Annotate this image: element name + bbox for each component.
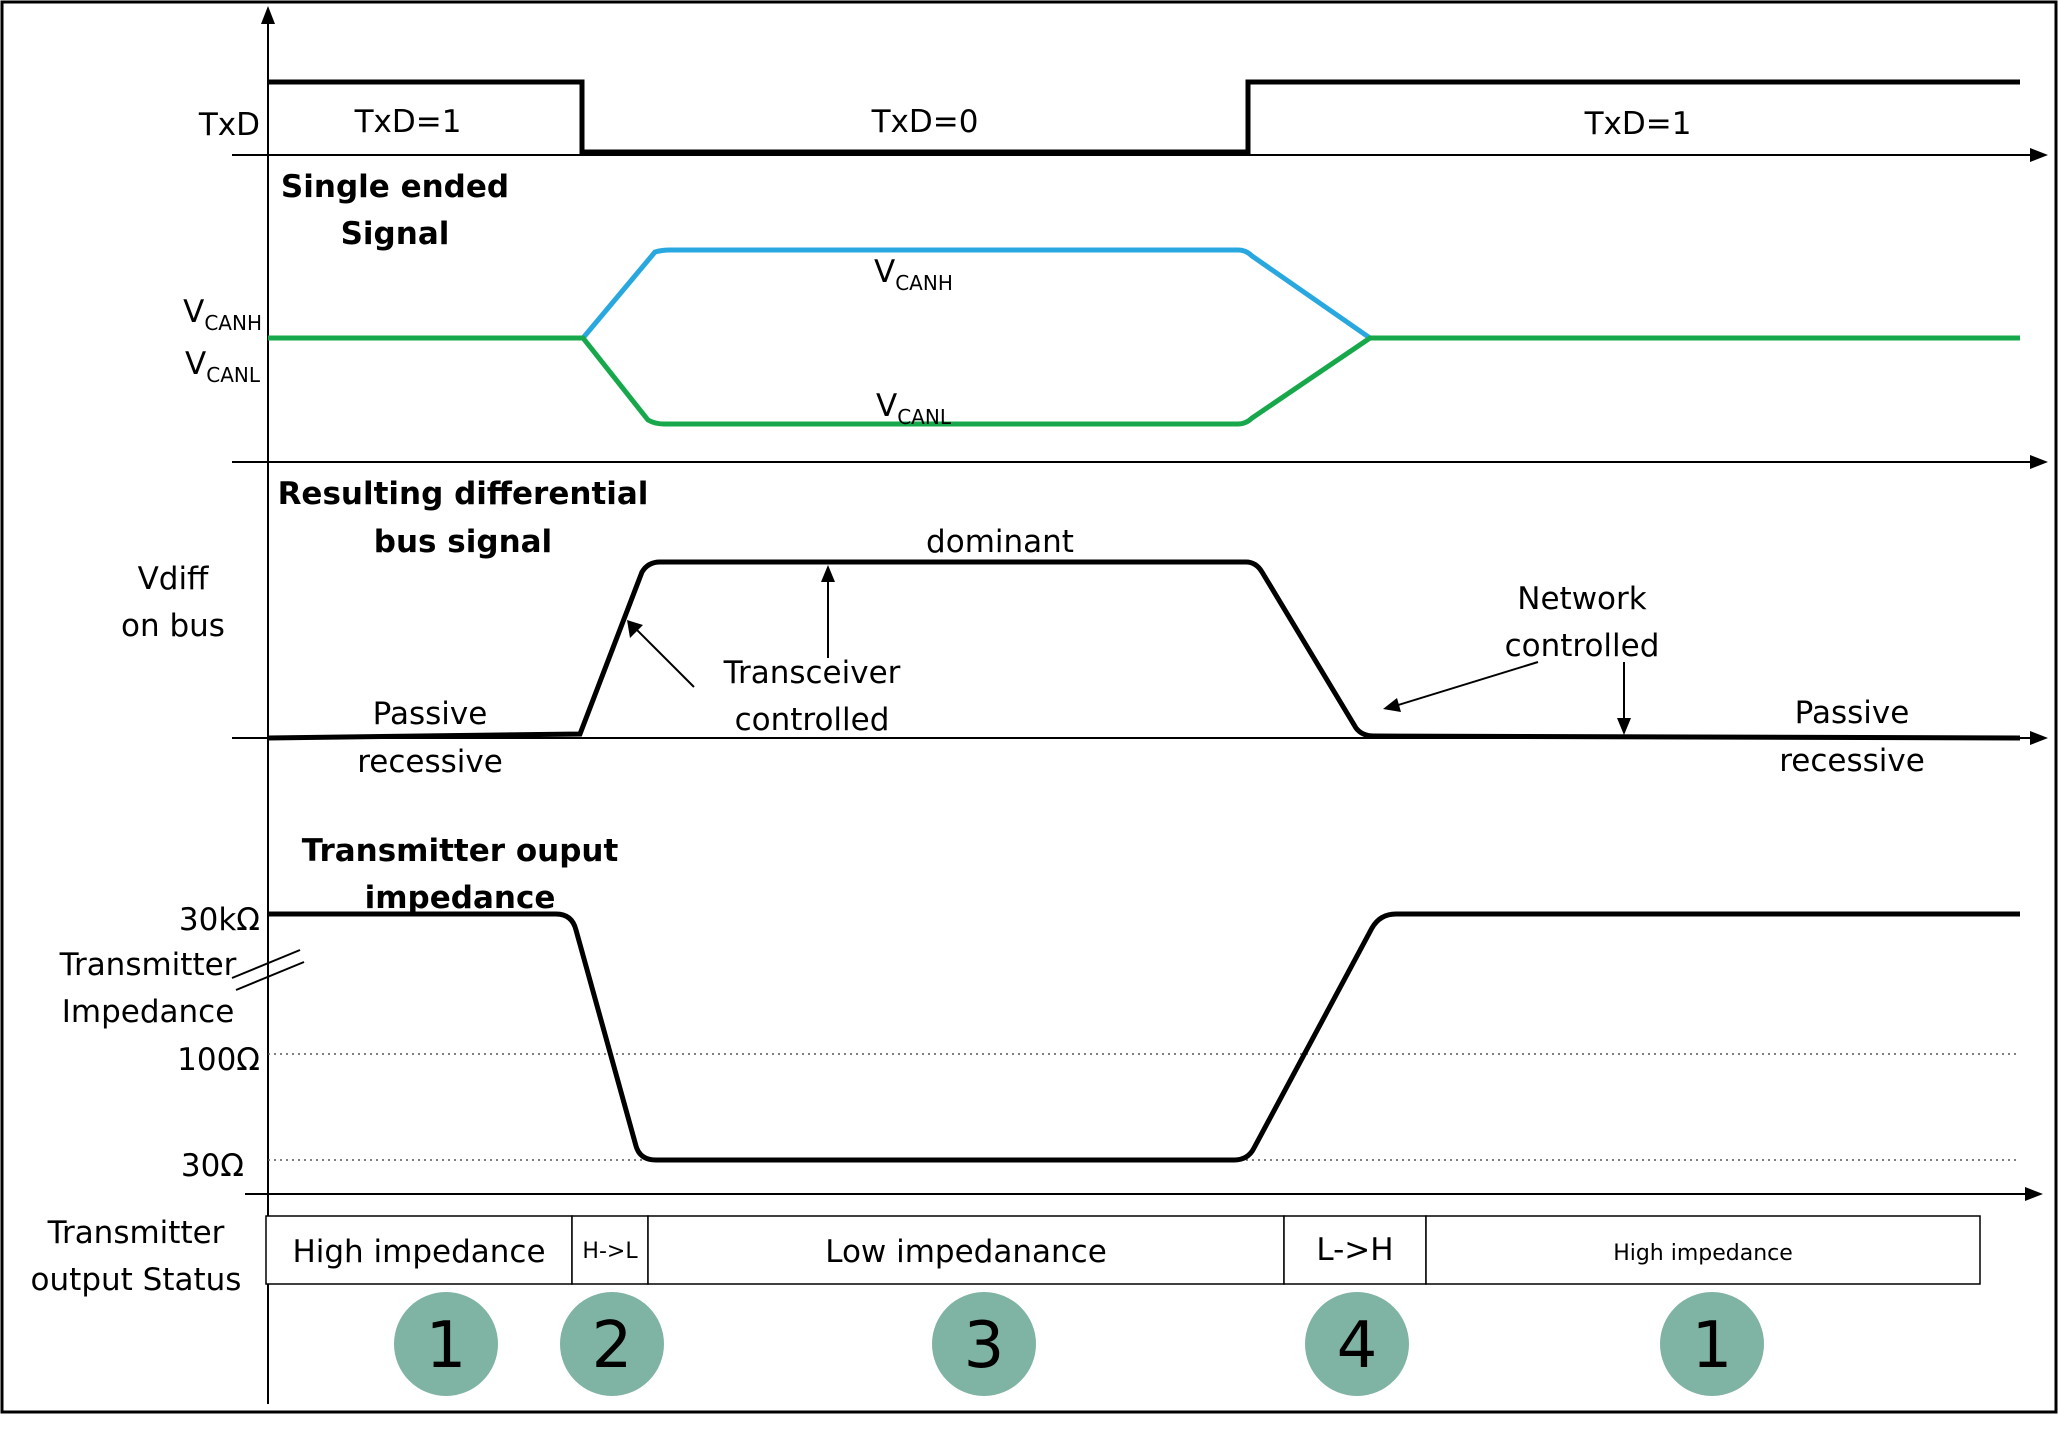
axis-break-mark (231, 949, 305, 991)
single-ended-title-2: Signal (341, 216, 450, 252)
passive-right-label-1: Passive (1795, 695, 1910, 731)
network-arrow-vertical (1617, 662, 1631, 735)
txd-segment-2: TxD=0 (871, 104, 979, 140)
transceiver-label-1: Transceiver (723, 655, 901, 691)
status-box-4: L->H (1283, 1215, 1427, 1285)
txd-axis (232, 148, 2048, 162)
passive-right-label-2: recessive (1779, 743, 1925, 779)
vertical-axis-arrow (261, 6, 275, 24)
tick-30kohm: 30kΩ (179, 902, 260, 938)
tick-100ohm: 100Ω (177, 1042, 260, 1078)
transceiver-label-2: controlled (735, 702, 890, 738)
differential-title-2: bus signal (374, 524, 552, 560)
svg-text:High impedance: High impedance (292, 1234, 545, 1270)
differential-title-1: Resulting differential (278, 476, 649, 512)
status-box-2: H->L (571, 1215, 649, 1285)
phase-circle-2: 2 (560, 1292, 664, 1396)
passive-left-label-1: Passive (373, 696, 488, 732)
impedance-axis (245, 1187, 2043, 1201)
svg-text:1: 1 (426, 1309, 467, 1383)
vdiff-axis-label-1: Vdiff (138, 561, 209, 597)
status-box-5: High impedance (1425, 1215, 1981, 1285)
txd-axis-label: TxD (198, 107, 260, 143)
phase-circle-1: 1 (394, 1292, 498, 1396)
txd-waveform (268, 79, 2020, 155)
status-label-1: Transmitter (47, 1215, 225, 1251)
phase-circle-3: 3 (932, 1292, 1036, 1396)
svg-text:1: 1 (1692, 1309, 1733, 1383)
svg-text:High impedance: High impedance (1613, 1241, 1793, 1266)
svg-text:H->L: H->L (582, 1239, 638, 1264)
impedance-waveform (268, 911, 2020, 1163)
impedance-axis-label-2: Impedance (62, 994, 235, 1030)
impedance-title-1: Transmitter ouput (302, 833, 619, 869)
phase-circle-5: 1 (1660, 1292, 1764, 1396)
phase-circle-4: 4 (1305, 1292, 1409, 1396)
canl-axis-label: VCANL (185, 346, 261, 387)
canh-waveform (268, 247, 2020, 341)
status-box-3: Low impedanance (647, 1215, 1285, 1285)
txd-segment-3: TxD=1 (1584, 106, 1692, 142)
txd-segment-1: TxD=1 (354, 104, 462, 140)
svg-text:4: 4 (1337, 1309, 1378, 1383)
svg-text:Low impedanance: Low impedanance (825, 1234, 1107, 1270)
network-label-1: Network (1517, 581, 1646, 617)
svg-text:3: 3 (964, 1309, 1005, 1383)
single-ended-title-1: Single ended (281, 169, 509, 205)
vdiff-waveform (267, 559, 2021, 741)
network-arrow-diagonal (1383, 661, 1539, 712)
transceiver-arrow-vertical (821, 565, 835, 658)
impedance-axis-label-1: Transmitter (59, 947, 237, 983)
impedance-title-2: impedance (365, 880, 556, 916)
network-label-2: controlled (1505, 628, 1660, 664)
canl-waveform (268, 335, 2020, 427)
svg-text:L->H: L->H (1316, 1232, 1393, 1268)
transceiver-arrow-diagonal (627, 620, 695, 688)
svg-text:2: 2 (592, 1309, 633, 1383)
single-ended-axis (232, 455, 2048, 469)
dominant-label: dominant (926, 524, 1074, 560)
vdiff-axis-label-2: on bus (121, 608, 225, 644)
canh-curve-label: VCANH (874, 254, 953, 295)
tick-30ohm: 30Ω (181, 1148, 244, 1184)
canh-axis-label: VCANH (183, 294, 262, 335)
status-label-2: output Status (31, 1262, 242, 1298)
passive-left-label-2: recessive (357, 744, 503, 780)
status-box-1: High impedance (265, 1215, 573, 1285)
canl-curve-label: VCANL (876, 388, 952, 429)
